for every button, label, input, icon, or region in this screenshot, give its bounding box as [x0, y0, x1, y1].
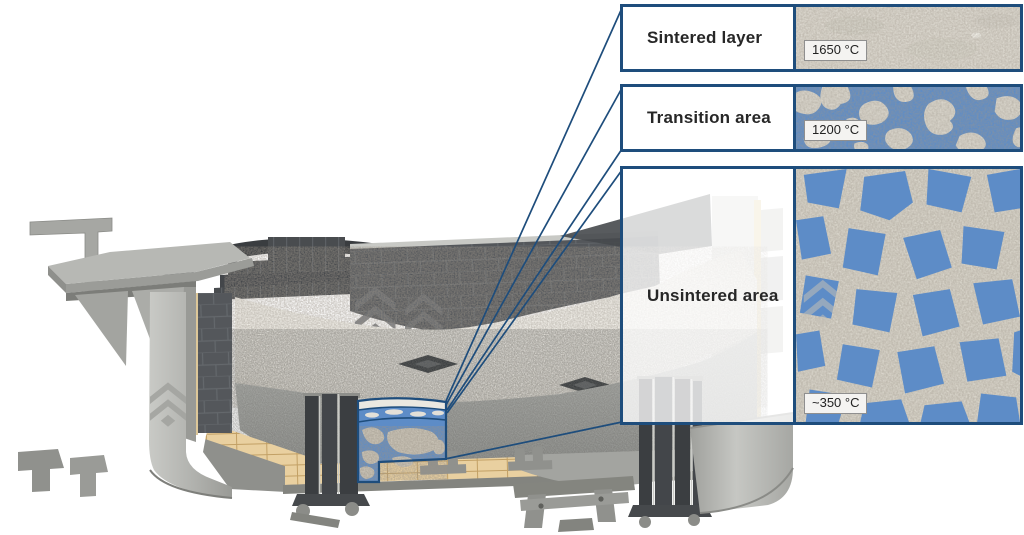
right-shell: [689, 412, 794, 514]
unsintered-chunks: [359, 427, 445, 479]
spout-structure: [18, 217, 254, 499]
temp-chip-unsintered: ~350 °C: [804, 393, 868, 414]
callout-lines: [444, 7, 623, 460]
texture-unsintered-graphic: [796, 169, 1020, 422]
callout-sintered: Sintered layer: [620, 4, 1023, 72]
zone-label-unsintered: Unsintered area: [647, 285, 779, 305]
zone-label-transition: Transition area: [647, 108, 771, 127]
wedge-outline: [356, 397, 448, 484]
texture-transition: 1200 °C: [793, 87, 1020, 149]
lining-wedge: [356, 397, 448, 484]
transition-specks: [365, 409, 444, 418]
callout-transition: Transition area: [620, 84, 1023, 152]
callout-unsintered: Unsintered area: [620, 166, 1023, 425]
temp-chip-transition: 1200 °C: [804, 120, 868, 141]
texture-sintered: 1650 °C: [793, 7, 1020, 69]
callout-transition-label-panel: Transition area: [623, 87, 793, 149]
texture-unsintered: ~350 °C: [793, 169, 1020, 422]
callout-unsintered-label-panel: Unsintered area: [623, 169, 793, 422]
zone-label-sintered: Sintered layer: [647, 28, 763, 47]
bottom-electrode-columns-left: [290, 393, 370, 528]
callout-sintered-label-panel: Sintered layer: [623, 7, 793, 69]
temp-chip-sintered: 1650 °C: [804, 40, 868, 61]
